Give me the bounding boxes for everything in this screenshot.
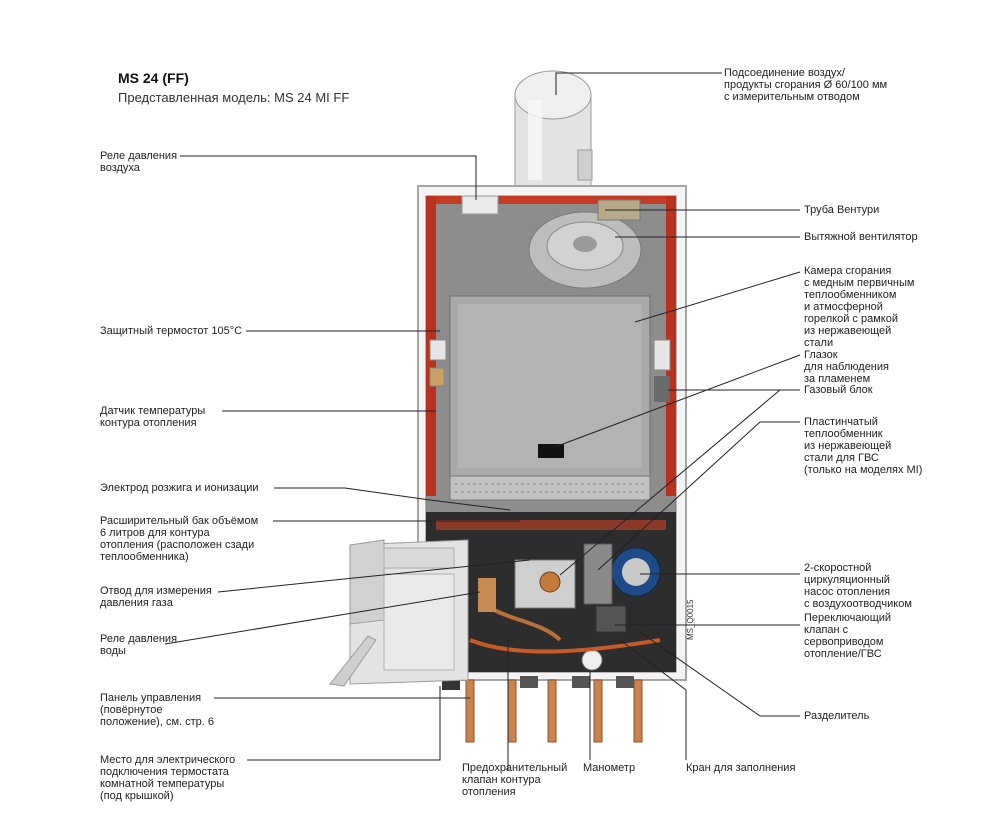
flue-pipe (514, 70, 593, 188)
label-gas-block: Газовый блок (804, 384, 873, 396)
label-switch-valve: Переключающий клапан с сервоприводом ото… (804, 612, 892, 660)
combustion-chamber-art (449, 295, 651, 501)
leader-lines (164, 72, 801, 770)
label-exhaust-fan: Вытяжной вентилятор (804, 231, 918, 243)
label-water-pressure-relay: Реле давления воды (100, 633, 178, 657)
label-circulation-pump: 2-скоростной циркуляционный насос отопле… (804, 562, 912, 610)
outlet-pipes (442, 676, 643, 743)
exhaust-fan-art (461, 195, 642, 289)
label-control-panel: Панель управления (повёрнутое положение)… (100, 692, 215, 728)
label-separator: Разделитель (804, 710, 870, 722)
control-panel-art (329, 539, 469, 687)
label-sight-glass: Глазок для наблюдения за пламенем (804, 349, 889, 385)
label-heating-temp-sensor: Датчик температуры контура отопления (100, 405, 206, 429)
label-safety-thermostat: Защитный термостот 105°C (100, 325, 243, 337)
label-air-connection: Подсоединение воздух/ продукты сгорания … (724, 67, 888, 103)
label-gas-pressure-tap: Отвод для измерения давления газа (100, 585, 212, 609)
label-air-pressure-relay: Реле давления воздуха (100, 150, 178, 174)
model-subtitle: Представленная модель: MS 24 MI FF (118, 90, 350, 105)
label-expansion-tank: Расширительный бак объёмом 6 литров для … (100, 515, 259, 563)
label-thermostat-connection: Место для электрического подключения тер… (100, 754, 236, 802)
label-manometer: Манометр (583, 762, 636, 774)
label-combustion-chamber: Камера сгорания с медным первичным тепло… (804, 265, 915, 349)
side-components (429, 339, 671, 402)
label-ignition-electrode: Электрод розжига и ионизации (100, 482, 259, 494)
label-venturi-tube: Труба Вентури (804, 204, 880, 216)
label-safety-valve: Предохранительный клапан контура отоплен… (462, 762, 568, 798)
image-code: MS_Q0015 (686, 599, 695, 640)
label-plate-exchanger: Пластинчатый теплообменник из нержавеюще… (804, 416, 923, 476)
label-fill-tap: Кран для заполнения (686, 762, 796, 774)
model-title: MS 24 (FF) (118, 70, 189, 86)
